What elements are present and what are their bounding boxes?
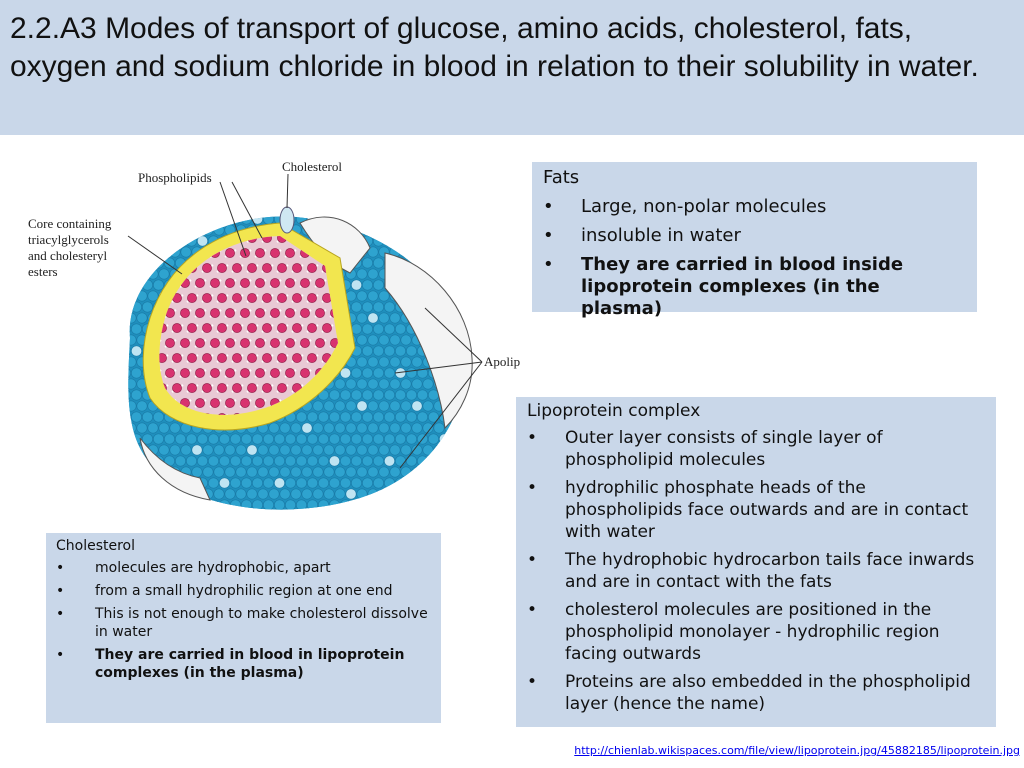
bullet-icon: • [56, 583, 65, 599]
bullet-icon: • [543, 254, 554, 275]
list-item: •hydrophilic phosphate heads of the phos… [527, 478, 969, 542]
label-phospholipids: Phospholipids [138, 170, 212, 185]
bullet-icon: • [527, 550, 538, 570]
label-core-line2: triacylglycerols [28, 232, 109, 247]
cholesterol-molecule [279, 206, 295, 234]
list-item: •molecules are hydrophobic, apart [56, 560, 331, 576]
slide-title: 2.2.A3 Modes of transport of glucose, am… [10, 12, 979, 83]
cholesterol-box: Cholesterol •molecules are hydrophobic, … [46, 533, 441, 723]
lipoprotein-heading: Lipoprotein complex [527, 401, 701, 421]
lipoprotein-list: •Outer layer consists of single layer of… [527, 427, 986, 715]
lipoprotein-box: Lipoprotein complex •Outer layer consist… [516, 397, 996, 727]
bullet-icon: • [527, 600, 538, 620]
list-item: •They are carried in blood inside lipopr… [543, 254, 904, 319]
cholesterol-list: •molecules are hydrophobic, apart •from … [56, 559, 431, 682]
lipoprotein-diagram: Phospholipids Cholesterol Core containin… [28, 159, 520, 510]
apoprotein-patch-bottom [139, 437, 211, 501]
apoprotein-patch-right [384, 252, 473, 430]
list-item: •Large, non-polar molecules [543, 196, 827, 217]
list-item: •This is not enough to make cholesterol … [56, 606, 428, 640]
list-item: •insoluble in water [543, 225, 741, 246]
label-apolipoproteins: Apolipoproteins [484, 354, 520, 369]
list-item: •Outer layer consists of single layer of… [527, 428, 883, 470]
bullet-icon: • [56, 606, 65, 622]
bullet-icon: • [527, 428, 538, 448]
title-bar: 2.2.A3 Modes of transport of glucose, am… [0, 0, 1024, 135]
source-link[interactable]: http://chienlab.wikispaces.com/file/view… [574, 744, 1020, 757]
list-item: •They are carried in blood in lipoprotei… [56, 647, 405, 681]
bullet-icon: • [527, 478, 538, 498]
label-core-line4: esters [28, 264, 58, 279]
list-item: •from a small hydrophilic region at one … [56, 583, 393, 599]
label-cholesterol: Cholesterol [282, 159, 342, 174]
bullet-icon: • [56, 647, 65, 663]
label-core-line3: and cholesteryl [28, 248, 107, 263]
cholesterol-heading: Cholesterol [56, 538, 136, 554]
fats-list: •Large, non-polar molecules •insoluble i… [543, 196, 967, 320]
bullet-icon: • [56, 560, 65, 576]
leader-lines [127, 173, 483, 469]
label-core-line1: Core containing [28, 216, 112, 231]
list-item: •cholesterol molecules are positioned in… [527, 600, 940, 664]
fats-box: Fats •Large, non-polar molecules •insolu… [532, 162, 977, 319]
list-item: •Proteins are also embedded in the phosp… [527, 672, 971, 714]
fats-heading: Fats [543, 167, 580, 188]
list-item: •The hydrophobic hydrocarbon tails face … [527, 550, 975, 592]
bullet-icon: • [527, 672, 538, 692]
bullet-icon: • [543, 196, 554, 217]
bullet-icon: • [543, 225, 554, 246]
